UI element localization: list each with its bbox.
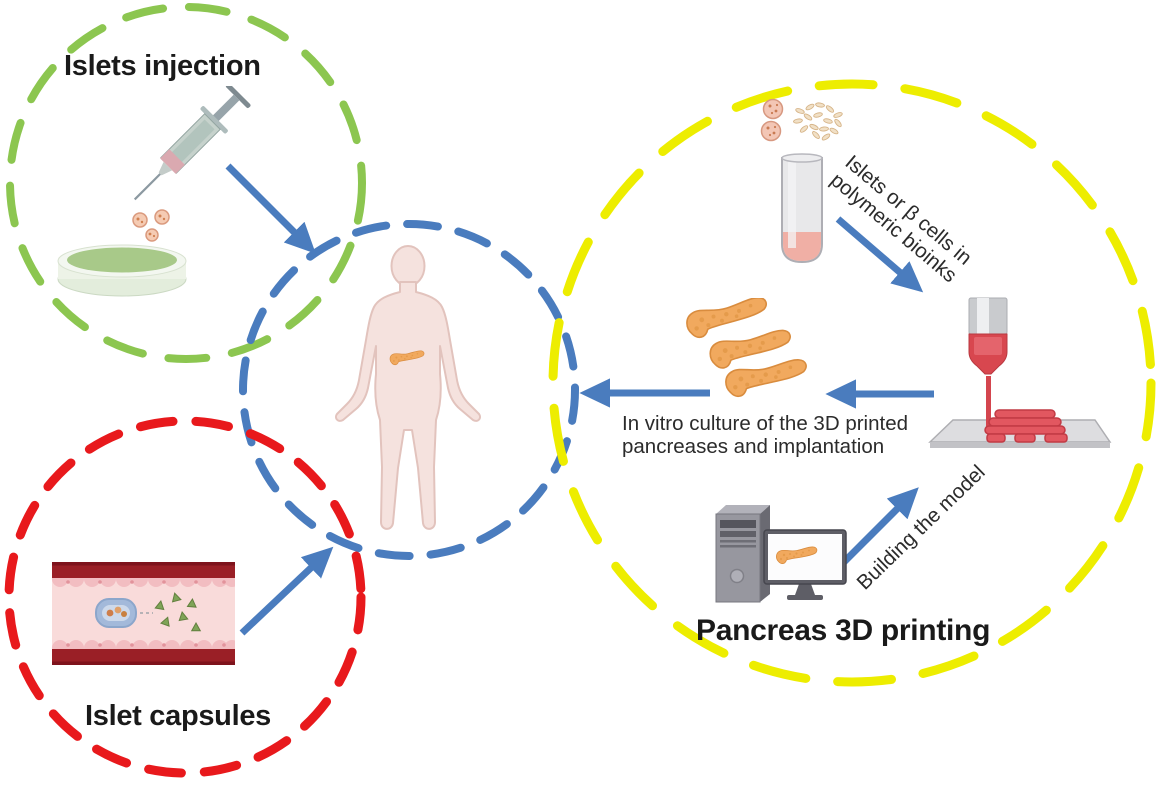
insulin-particles-icon — [154, 592, 202, 632]
printed-layers — [984, 409, 1068, 443]
islet-capsule-icon — [95, 598, 137, 628]
blood-vessel-icon — [52, 562, 240, 670]
bioprinter-icon — [925, 292, 1130, 457]
in-vitro-line-1: In vitro culture of the 3D printed — [622, 412, 909, 435]
arrow-capsules-to-body — [239, 546, 334, 636]
arrow-syringe-to-body — [225, 163, 316, 254]
printed-pancreases-icon — [668, 296, 833, 413]
test-tube-icon — [770, 150, 836, 281]
in-vitro-line-2: pancreases and implantation — [622, 435, 885, 458]
yellow-dashed-circle — [548, 79, 1156, 687]
computer-icon — [710, 502, 852, 615]
islet-cells-icon — [128, 208, 180, 255]
islets-beta-cells-icon — [756, 94, 856, 157]
blue-dashed-circle — [239, 220, 579, 560]
green-dashed-circle — [6, 3, 366, 363]
human-body-icon — [328, 242, 488, 547]
in-vitro-culture-label: In vitro culture of the 3D printed pancr… — [622, 412, 952, 458]
syringe-icon — [118, 83, 268, 256]
pancreas-3d-printing-label: Pancreas 3D printing — [696, 614, 991, 647]
red-dashed-circle — [4, 416, 366, 778]
monitor-icon — [763, 529, 847, 600]
arrow-tube-to-printer — [835, 216, 924, 293]
petri-dish-icon — [55, 233, 191, 306]
islet-capsules-label: Islet capsules — [85, 700, 272, 732]
arrow-computer-to-printer — [841, 487, 919, 565]
islets-injection-label: Islets injection — [64, 50, 261, 82]
